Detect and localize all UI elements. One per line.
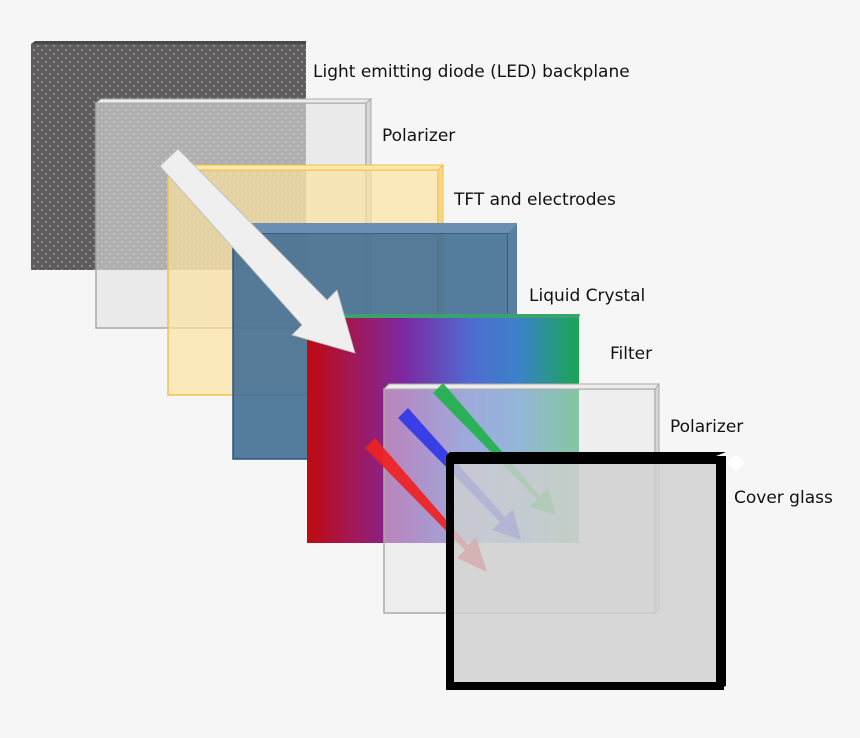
- diamond-marker: [727, 455, 745, 471]
- label-back-polarizer: Polarizer: [382, 126, 455, 146]
- label-cover-glass: Cover glass: [734, 488, 833, 508]
- label-filter: Filter: [610, 344, 652, 364]
- label-front-polarizer: Polarizer: [670, 417, 743, 437]
- label-tft-electrodes: TFT and electrodes: [453, 190, 616, 210]
- label-led-backplane: Light emitting diode (LED) backplane: [313, 62, 630, 82]
- white-light-arrow: [159, 148, 356, 354]
- label-liquid-crystal: Liquid Crystal: [529, 286, 645, 306]
- cover-glass-layer: [446, 452, 726, 690]
